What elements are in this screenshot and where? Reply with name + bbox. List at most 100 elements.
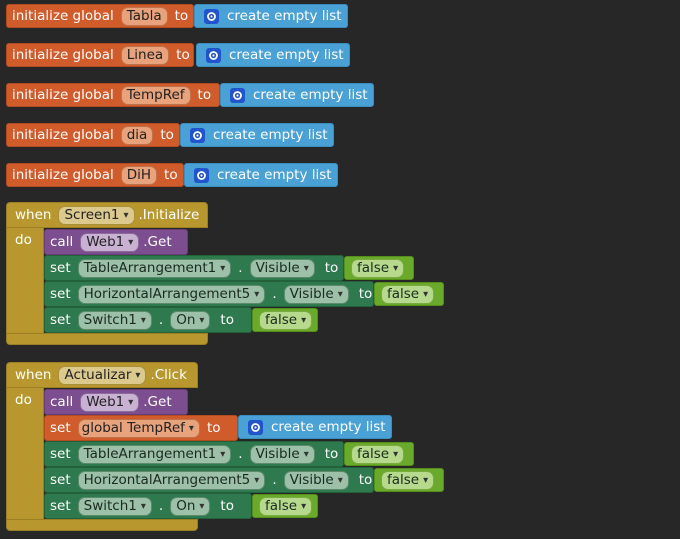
component-dropdown[interactable]: Web1 [80, 392, 140, 412]
to-keyword: to [220, 498, 234, 514]
component-dropdown[interactable]: Switch1 [77, 310, 152, 330]
do-label: do [15, 232, 32, 248]
to-keyword: to [220, 312, 234, 328]
set-property-block[interactable]: set Switch1 . On to [44, 493, 252, 519]
global-init-block[interactable]: initialize global Linea to [6, 43, 194, 67]
boolean-false-block[interactable]: false [344, 256, 414, 280]
property-dropdown[interactable]: On [170, 496, 211, 516]
to-keyword: to [164, 167, 178, 183]
global-init-block[interactable]: initialize global dia to [6, 123, 180, 147]
init-global-keyword: initialize global [12, 8, 114, 24]
init-global-keyword: initialize global [12, 127, 114, 143]
event-footer [6, 333, 208, 345]
boolean-dropdown[interactable]: false [259, 496, 313, 516]
dot-separator: . [158, 312, 164, 328]
set-keyword: set [50, 312, 71, 328]
to-keyword: to [358, 286, 373, 302]
method-name: .Get [143, 394, 172, 410]
global-init-block[interactable]: initialize global Tabla to [6, 4, 194, 28]
set-property-block[interactable]: set Switch1 . On to [44, 307, 252, 333]
event-header: when Actualizar .Click [10, 364, 192, 386]
set-property-block[interactable]: set TableArrangement1 . Visible to [44, 441, 344, 467]
create-empty-list-block[interactable]: create empty list [184, 163, 338, 187]
gear-icon[interactable] [230, 87, 245, 103]
event-name: .Click [150, 367, 187, 383]
global-init-block[interactable]: initialize global TempRef to [6, 83, 220, 107]
boolean-dropdown[interactable]: false [351, 258, 405, 278]
set-keyword: set [50, 286, 71, 302]
set-keyword: set [50, 472, 71, 488]
to-keyword: to [358, 472, 373, 488]
component-dropdown[interactable]: Web1 [80, 232, 140, 252]
gear-icon[interactable] [190, 127, 205, 143]
component-dropdown[interactable]: HorizontalArrangement5 [77, 284, 266, 304]
global-init-block[interactable]: initialize global DiH to [6, 163, 184, 187]
component-dropdown[interactable]: Screen1 [58, 205, 135, 225]
dot-separator: . [238, 260, 243, 276]
event-do-column [6, 388, 44, 520]
global-name-field[interactable]: Tabla [120, 6, 168, 26]
set-keyword: set [50, 420, 71, 436]
global-name-field[interactable]: Linea [120, 45, 170, 65]
set-property-block[interactable]: set HorizontalArrangement5 . Visible to [44, 281, 374, 307]
component-dropdown[interactable]: TableArrangement1 [77, 258, 232, 278]
property-dropdown[interactable]: Visible [249, 444, 315, 464]
to-keyword: to [324, 446, 339, 462]
property-dropdown[interactable]: Visible [249, 258, 315, 278]
init-global-keyword: initialize global [12, 47, 114, 63]
create-empty-list-label: create empty list [271, 419, 386, 435]
call-web-get-block[interactable]: call Web1 .Get [44, 229, 188, 255]
gear-icon[interactable] [206, 47, 221, 63]
set-property-block[interactable]: set HorizontalArrangement5 . Visible to [44, 467, 374, 493]
gear-icon[interactable] [248, 419, 263, 435]
global-name-field[interactable]: dia [120, 125, 154, 145]
global-name-field[interactable]: DiH [120, 165, 158, 185]
boolean-false-block[interactable]: false [252, 308, 318, 332]
to-keyword: to [206, 420, 221, 436]
create-empty-list-block[interactable]: create empty list [238, 415, 392, 439]
gear-icon[interactable] [204, 8, 219, 24]
to-keyword: to [176, 47, 190, 63]
when-keyword: when [15, 207, 52, 223]
property-dropdown[interactable]: Visible [283, 470, 349, 490]
boolean-false-block[interactable]: false [252, 494, 318, 518]
event-do-column [6, 228, 44, 334]
call-keyword: call [50, 234, 74, 250]
set-global-block[interactable]: set global TempRef to [44, 415, 238, 441]
init-global-keyword: initialize global [12, 167, 114, 183]
set-keyword: set [50, 498, 71, 514]
dot-separator: . [272, 286, 277, 302]
property-dropdown[interactable]: Visible [283, 284, 349, 304]
dot-separator: . [158, 498, 164, 514]
boolean-dropdown[interactable]: false [381, 284, 435, 304]
create-empty-list-block[interactable]: create empty list [220, 83, 374, 107]
do-label: do [15, 392, 32, 408]
to-keyword: to [197, 87, 212, 103]
global-name-field[interactable]: TempRef [120, 85, 191, 105]
dot-separator: . [238, 446, 243, 462]
create-empty-list-label: create empty list [227, 8, 342, 24]
set-property-block[interactable]: set TableArrangement1 . Visible to [44, 255, 344, 281]
boolean-dropdown[interactable]: false [259, 310, 313, 330]
component-dropdown[interactable]: TableArrangement1 [77, 444, 232, 464]
call-web-get-block[interactable]: call Web1 .Get [44, 389, 188, 415]
gear-icon[interactable] [194, 167, 209, 183]
component-dropdown[interactable]: Switch1 [77, 496, 152, 516]
create-empty-list-label: create empty list [213, 127, 328, 143]
boolean-dropdown[interactable]: false [381, 470, 435, 490]
boolean-false-block[interactable]: false [374, 468, 444, 492]
component-dropdown[interactable]: HorizontalArrangement5 [77, 470, 266, 490]
create-empty-list-block[interactable]: create empty list [180, 123, 334, 147]
create-empty-list-label: create empty list [217, 167, 332, 183]
global-variable-dropdown[interactable]: global TempRef [77, 418, 200, 438]
property-dropdown[interactable]: On [170, 310, 211, 330]
create-empty-list-block[interactable]: create empty list [196, 43, 350, 67]
boolean-false-block[interactable]: false [344, 442, 414, 466]
boolean-dropdown[interactable]: false [351, 444, 405, 464]
boolean-false-block[interactable]: false [374, 282, 444, 306]
set-keyword: set [50, 446, 71, 462]
component-dropdown[interactable]: Actualizar [58, 365, 147, 385]
create-empty-list-block[interactable]: create empty list [194, 4, 348, 28]
event-header: when Screen1 .Initialize [10, 204, 204, 226]
